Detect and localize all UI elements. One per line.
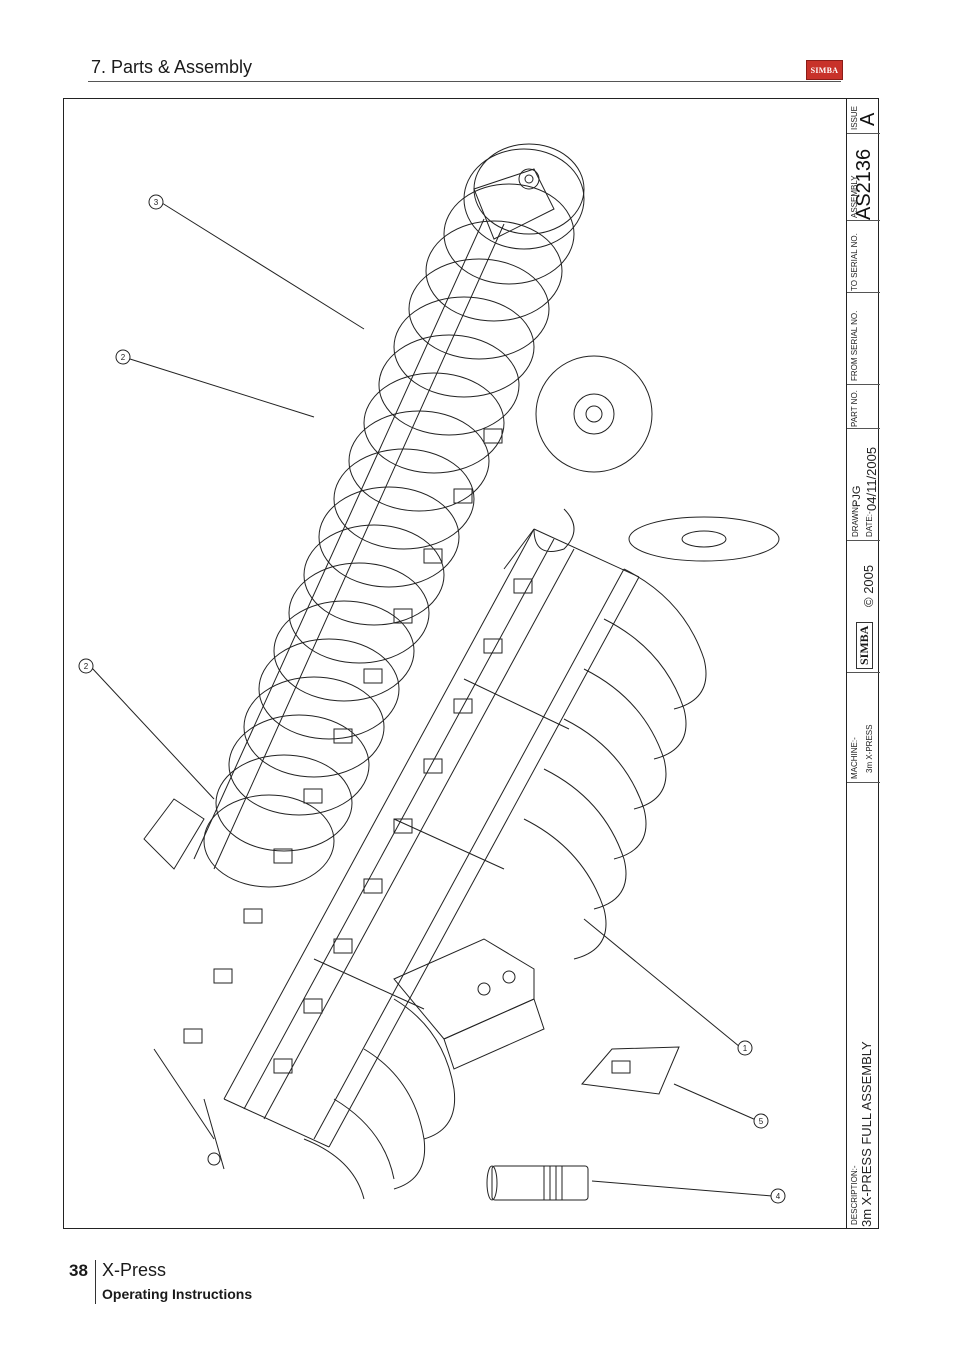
drawn-date-cell: DRAWN:- PJG DATE:- 04/11/2005 [847, 429, 880, 541]
svg-text:2: 2 [121, 353, 126, 362]
pin-bush [486, 1165, 589, 1201]
part-no-label: PART NO. [850, 390, 859, 427]
svg-text:2: 2 [84, 662, 89, 671]
header-divider [88, 81, 841, 82]
assembly-value: AS2136 [853, 148, 875, 220]
section-title: 7. Parts & Assembly [91, 57, 253, 77]
assembly-cell: ASSEMBLY AS2136 [847, 134, 880, 221]
manual-type: Operating Instructions [102, 1286, 253, 1302]
copyright-cell: © 2005 SIMBA [847, 541, 880, 673]
callout-4: 4 [770, 1188, 786, 1204]
assembly-drawing: 3 2 2 1 5 4 [78, 143, 786, 1204]
date-value: 04/11/2005 [864, 446, 879, 511]
part-no-cell: PART NO. [847, 385, 880, 429]
toothed-disc [503, 355, 653, 570]
flat-disc [628, 516, 780, 562]
callout-2b: 2 [78, 658, 94, 674]
drawing-frame [63, 98, 879, 1229]
callout-1: 1 [737, 1040, 753, 1056]
machine-cell: MACHINE:- 3m X-PRESS [847, 673, 880, 783]
description-cell: DESCRIPTION:- 3m X-PRESS FULL ASSEMBLY [847, 783, 880, 1229]
to-serial-cell: TO SERIAL NO. [847, 221, 880, 293]
page-number: 38 [69, 1261, 88, 1280]
tine-rows [303, 568, 707, 1200]
from-serial-cell: FROM SERIAL NO. [847, 293, 880, 385]
footer-divider [95, 1260, 96, 1304]
issue-cell: ISSUE A [847, 98, 880, 134]
callout-2a: 2 [115, 349, 131, 365]
drawn-value: PJG [851, 485, 863, 507]
clamp-blocks [183, 428, 533, 1074]
product-name: X-Press [102, 1260, 167, 1280]
packer-roller [203, 143, 585, 888]
description-label: DESCRIPTION:- [850, 1165, 859, 1225]
description-value: 3m X-PRESS FULL ASSEMBLY [859, 1041, 874, 1227]
machine-label: MACHINE:- [850, 737, 859, 779]
issue-value: A [857, 112, 879, 126]
simba-title-logo: SIMBA [856, 621, 873, 669]
svg-text:4: 4 [776, 1192, 781, 1201]
machine-value: 3m X-PRESS [865, 724, 874, 773]
to-serial-label: TO SERIAL NO. [850, 233, 859, 291]
date-label: DATE:- [865, 511, 874, 537]
svg-text:1: 1 [743, 1044, 748, 1053]
svg-text:5: 5 [759, 1117, 764, 1126]
drawn-label: DRAWN:- [851, 502, 860, 537]
from-serial-label: FROM SERIAL NO. [850, 310, 859, 381]
manual-book [581, 1046, 680, 1095]
svg-text:3: 3 [154, 198, 159, 207]
title-block: ISSUE A ASSEMBLY AS2136 TO SERIAL NO. FR… [846, 98, 880, 1229]
callout-5: 5 [753, 1113, 769, 1129]
copyright-text: © 2005 [861, 564, 876, 607]
callout-3: 3 [148, 194, 164, 210]
simba-logo: SIMBA [806, 60, 843, 80]
